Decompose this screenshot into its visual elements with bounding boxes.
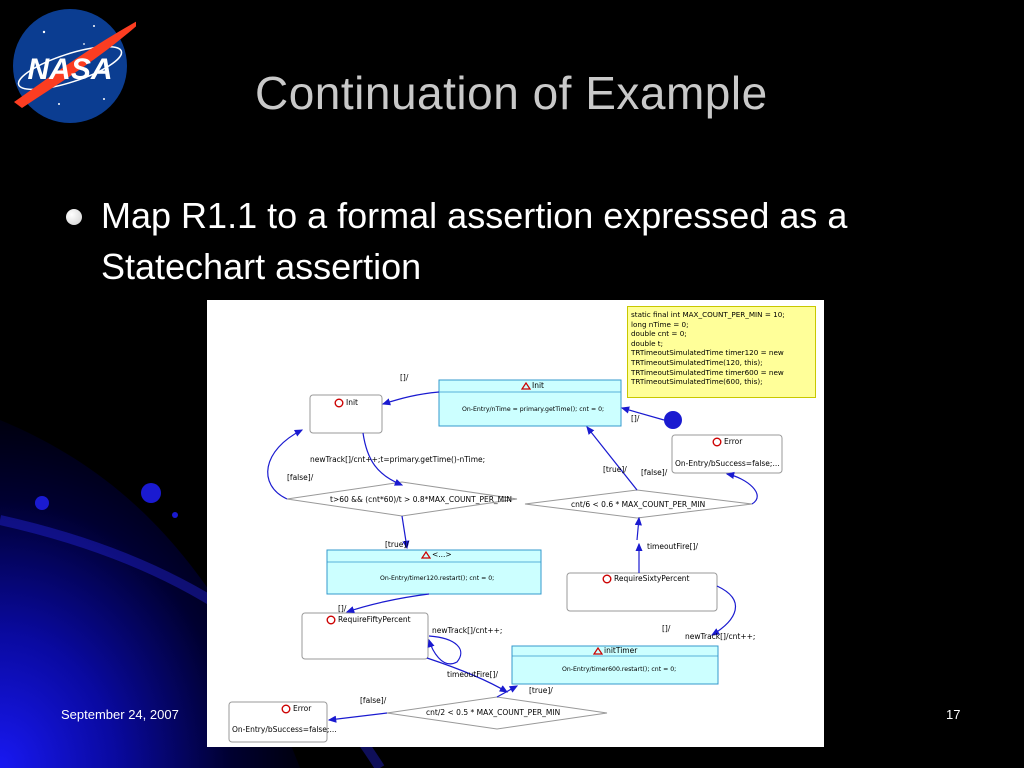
- state-require-fifty: [301, 612, 429, 660]
- state-name-require-sixty: RequireSixtyPercent: [614, 574, 690, 583]
- state-dots: [326, 549, 542, 595]
- state-icon: [602, 574, 612, 584]
- page-number: 17: [946, 707, 961, 722]
- variable-declarations-box: static final int MAX_COUNT_PER_MIN = 10;…: [627, 306, 816, 398]
- state-init-timer: [511, 645, 719, 685]
- state-name-error-bottom: Error: [293, 704, 312, 713]
- state-icon: [712, 437, 722, 447]
- state-icon: [281, 704, 291, 714]
- transition-label: newTrack[]/cnt++;t=primary.getTime()-nTi…: [310, 455, 486, 464]
- condition-1-label: t>60 && (cnt*60)/t > 0.8*MAX_COUNT_PER_M…: [330, 495, 512, 504]
- state-entry-error-right: On-Entry/bSuccess=false;...: [675, 459, 780, 468]
- state-name-dots: <...>: [432, 550, 452, 559]
- transition-label: newTrack[]/cnt++;: [685, 632, 756, 641]
- bullet-text: Map R1.1 to a formal assertion expressed…: [101, 190, 981, 292]
- state-entry-error-bottom: On-Entry/bSuccess=false;...: [232, 725, 337, 734]
- transition-label: timeoutFire[]/: [647, 542, 698, 551]
- state-entry-init-top: On-Entry/nTime = primary.getTime(); cnt …: [462, 406, 605, 413]
- initial-marker-icon: [593, 646, 603, 655]
- state-name-init-left: Init: [346, 398, 358, 407]
- transition-label: [true]/: [603, 465, 627, 474]
- transition-label: timeoutFire[]/: [447, 670, 498, 679]
- footer-date: September 24, 2007: [61, 707, 179, 722]
- state-entry-dots: On-Entry/timer120.restart(); cnt = 0;: [380, 575, 495, 582]
- state-init-top: [438, 379, 622, 427]
- transition-arrows: [267, 391, 758, 723]
- state-icon: [334, 398, 344, 408]
- transition-label: []/: [400, 373, 409, 382]
- transition-label: [false]/: [287, 473, 314, 482]
- transition-label: [true]/: [529, 686, 553, 695]
- state-name-require-fifty: RequireFiftyPercent: [338, 615, 411, 624]
- state-name-init-timer: initTimer: [604, 646, 638, 655]
- bullet-highlight: R1.1: [181, 195, 258, 236]
- initial-state-dot: [664, 411, 682, 429]
- bullet-prefix: Map: [101, 195, 182, 236]
- transition-label: []/: [631, 414, 640, 423]
- state-name-error-right: Error: [724, 437, 743, 446]
- bullet-suffix: to a formal assertion expressed as a Sta…: [101, 195, 848, 287]
- transition-label: newTrack[]/cnt++;: [432, 626, 503, 635]
- slide-title: Continuation of Example: [255, 67, 768, 119]
- statechart-diagram: static final int MAX_COUNT_PER_MIN = 10;…: [207, 300, 824, 747]
- state-icon: [326, 615, 336, 625]
- initial-marker-icon: [421, 550, 431, 559]
- state-name-init-top: Init: [532, 381, 544, 390]
- statechart-shapes: [228, 379, 783, 743]
- state-entry-init-timer: On-Entry/timer600.restart(); cnt = 0;: [562, 666, 677, 673]
- condition-3-label: cnt/2 < 0.5 * MAX_COUNT_PER_MIN: [426, 708, 561, 717]
- transition-label: [false]/: [360, 696, 387, 705]
- condition-2-label: cnt/6 < 0.6 * MAX_COUNT_PER_MIN: [571, 500, 706, 509]
- transition-label: []/: [338, 604, 347, 613]
- condition-diamond-1: [286, 481, 518, 517]
- transition-label: [true]/: [385, 540, 409, 549]
- svg-text:NASA: NASA: [27, 53, 112, 86]
- nasa-logo: NASA: [13, 9, 136, 123]
- transition-label: []/: [662, 624, 671, 633]
- transition-label: [false]/: [641, 468, 668, 477]
- state-error-bottom: [228, 701, 328, 743]
- state-init-left: [309, 394, 383, 434]
- condition-diamond-3: [386, 696, 608, 730]
- bullet-icon: [66, 209, 82, 225]
- initial-marker-icon: [521, 381, 531, 390]
